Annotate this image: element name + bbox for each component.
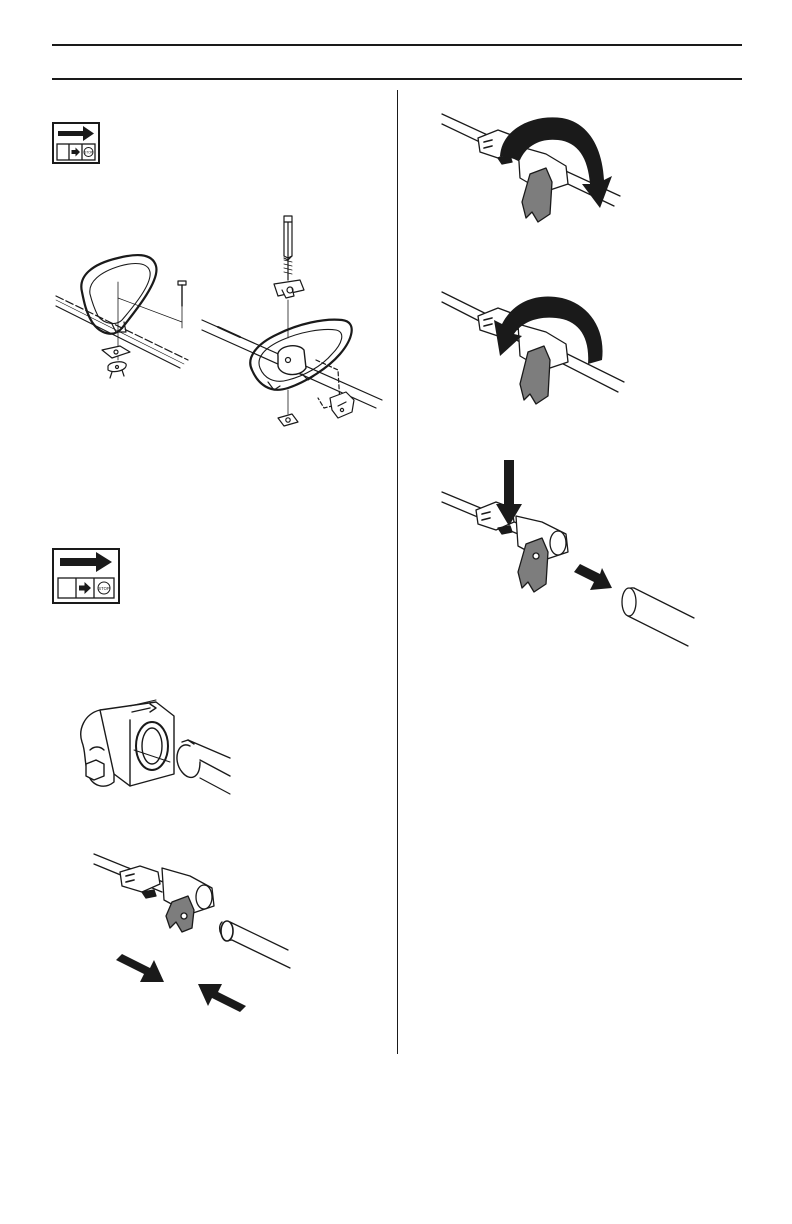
push-arrow-icon — [116, 954, 164, 982]
header-rule-top — [52, 44, 742, 46]
column-divider — [397, 90, 398, 1054]
press-release-pull-figure — [438, 456, 698, 652]
stop-label: STOP — [84, 151, 93, 155]
push-arrow-icon — [198, 984, 246, 1012]
pull-arrow-icon — [574, 564, 612, 590]
loop-handle-assembly-figure — [52, 210, 392, 440]
coupler-closeup-figure — [70, 690, 240, 800]
rotate-knob-clockwise-figure — [438, 104, 628, 234]
coupler-insertion-figure — [90, 836, 300, 1026]
rotate-knob-counterclockwise-figure — [438, 284, 628, 414]
instruction-icon-box-2: STOP — [52, 548, 120, 604]
instruction-icon-box-1: STOP — [52, 122, 100, 164]
stop-label: STOP — [98, 586, 110, 591]
header-rule-bottom — [52, 78, 742, 80]
